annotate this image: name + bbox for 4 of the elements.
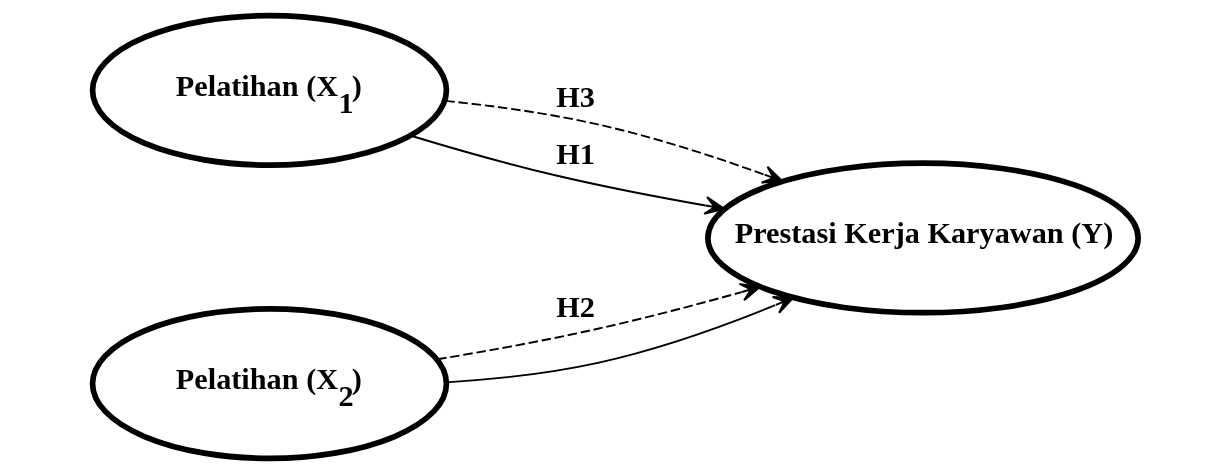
edge-label: H1	[555, 136, 595, 171]
edge-label: H3	[555, 80, 595, 114]
arrow	[409, 134, 725, 215]
edge-label: H2	[555, 290, 595, 325]
